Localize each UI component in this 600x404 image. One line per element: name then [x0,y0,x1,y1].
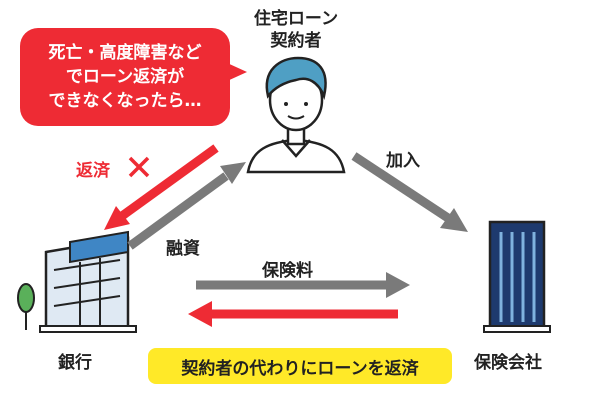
insurer-label: 保険会社 [474,353,542,373]
insurer-repays-banner: 契約者の代わりにローンを返済 [148,348,452,384]
premium-label: 保険料 [262,261,313,281]
bank-label: 銀行 [58,353,92,373]
premium-arrow [196,272,410,298]
borrower-person-icon [246,56,346,174]
cross-icon [128,156,150,178]
repayment-label: 返済 [76,161,110,181]
borrower-label: 住宅ローン 契約者 [250,8,342,52]
financing-arrow [127,162,246,250]
bubble-tail [225,62,247,82]
insurance-payout-arrow [188,301,398,327]
warning-speech-bubble: 死亡・高度障害など でローン返済が できなくなったら… [20,28,230,126]
repayment-arrow [104,144,219,230]
join-arrow [351,152,468,232]
borrower-label-line-1: 住宅ローン [253,9,339,29]
join-label: 加入 [386,151,420,171]
borrower-label-line-2: 契約者 [270,31,322,51]
bubble-line-2: でローン返済が [65,67,185,87]
financing-label: 融資 [166,239,200,259]
bubble-line-1: 死亡・高度障害など [48,43,202,63]
insurance-building-icon [483,220,551,333]
bank-building-icon [17,230,137,333]
bubble-line-3: できなくなったら… [48,91,202,111]
